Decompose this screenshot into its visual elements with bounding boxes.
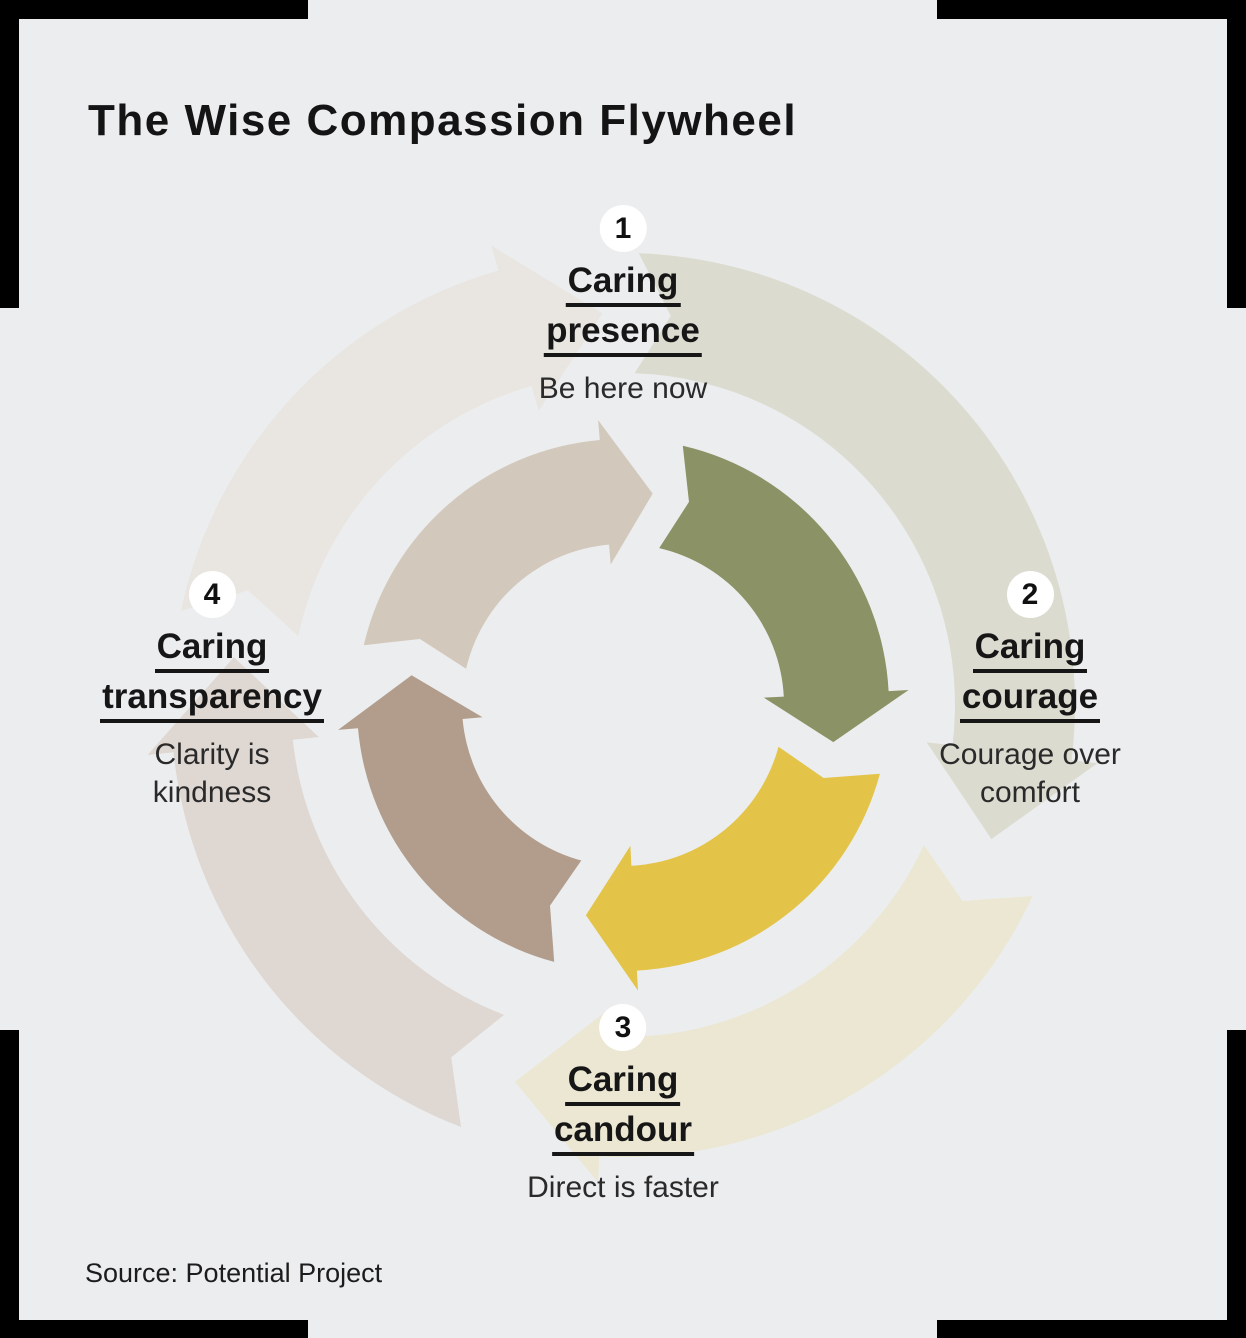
step-caring-courage: 2 Caring courage Courage over comfort bbox=[870, 571, 1190, 812]
step-caring-presence: 1 Caring presence Be here now bbox=[539, 205, 707, 408]
step-title-line2: courage bbox=[959, 673, 1101, 723]
step-title-line2: presence bbox=[544, 307, 702, 357]
step-title-line1: Caring bbox=[972, 623, 1088, 673]
page-title: The Wise Compassion Flywheel bbox=[88, 96, 798, 145]
step-subtitle: Direct is faster bbox=[527, 1170, 719, 1204]
ghost-arrow-transparency bbox=[180, 245, 603, 636]
corner-bracket-bottom-left-vertical bbox=[0, 1030, 19, 1338]
step-subtitle: Be here now bbox=[538, 371, 708, 405]
corner-bracket-top-right-horizontal bbox=[937, 0, 1246, 19]
ghost-arrow-candour bbox=[147, 657, 504, 1127]
step-caring-candour: 3 Caring candour Direct is faster bbox=[527, 1004, 719, 1207]
step-title-line2: transparency bbox=[100, 673, 324, 723]
ghost-arrow-presence bbox=[634, 253, 1098, 840]
step-title-line1: Caring bbox=[565, 1056, 681, 1106]
ghost-arrow-courage bbox=[515, 845, 1033, 1183]
source-caption: Source: Potential Project bbox=[85, 1258, 383, 1288]
flywheel-arrow-presence bbox=[659, 445, 909, 743]
flywheel-arrow-candour bbox=[338, 675, 582, 962]
step-number-badge: 1 bbox=[599, 205, 647, 252]
corner-bracket-top-left-vertical bbox=[0, 0, 19, 308]
corner-bracket-bottom-left-horizontal bbox=[0, 1320, 308, 1338]
step-subtitle: Courage over comfort bbox=[939, 737, 1121, 809]
step-number-badge: 2 bbox=[1006, 571, 1054, 618]
step-number-badge: 3 bbox=[599, 1004, 647, 1051]
step-title-line2: candour bbox=[551, 1106, 695, 1156]
step-title-line1: Caring bbox=[565, 257, 681, 307]
step-caring-transparency: 4 Caring transparency Clarity is kindnes… bbox=[32, 571, 392, 812]
flywheel-arrow-transparency bbox=[363, 420, 653, 669]
step-title-line1: Caring bbox=[154, 623, 270, 673]
corner-bracket-top-right-vertical bbox=[1227, 0, 1246, 308]
corner-bracket-top-left-horizontal bbox=[0, 0, 308, 19]
step-number-badge: 4 bbox=[188, 571, 236, 618]
corner-bracket-bottom-right-vertical bbox=[1227, 1030, 1246, 1338]
corner-bracket-bottom-right-horizontal bbox=[937, 1320, 1246, 1338]
step-subtitle: Clarity is kindness bbox=[152, 737, 272, 809]
flywheel-arrow-courage bbox=[585, 746, 880, 991]
